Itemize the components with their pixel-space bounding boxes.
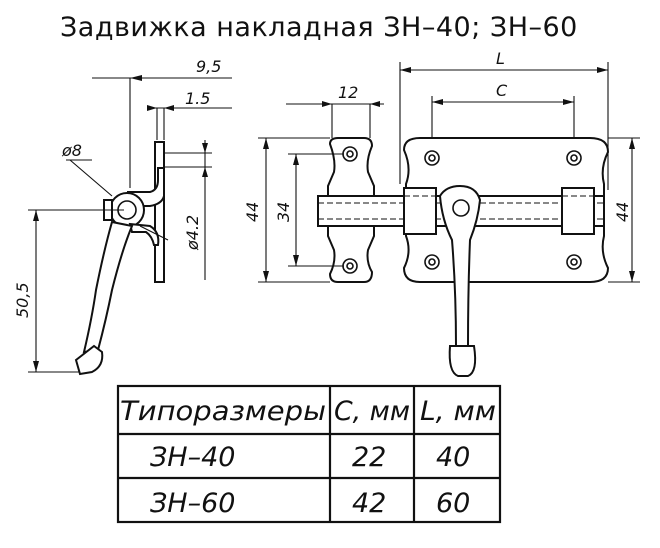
dim-bracket-width: 12	[338, 83, 358, 102]
sizes-table: Типоразмеры C, мм L, мм ЗН–40 22 40 ЗН–6…	[116, 384, 502, 524]
table-cell-type: ЗН–40	[150, 442, 235, 473]
side-view: 9,5 1.5 ø4.2 ø8 50,5	[13, 57, 232, 376]
dim-pin-diameter: ø8	[61, 141, 82, 160]
dim-height-left: 44	[243, 202, 262, 222]
dim-overall-length: L	[496, 49, 505, 68]
table-cell-type: ЗН–60	[150, 488, 235, 519]
table-header-type: Типоразмеры	[120, 396, 326, 427]
drawing-title: Задвижка накладная ЗН–40; ЗН–60	[60, 12, 578, 43]
dim-hole-spacing: C	[496, 81, 508, 100]
dim-side-width: 9,5	[196, 57, 221, 76]
table-cell-c: 22	[352, 442, 386, 473]
dim-handle-length: 50,5	[13, 282, 32, 318]
dim-height-right: 44	[613, 202, 632, 222]
table-header-c: C, мм	[334, 396, 410, 427]
front-view: 12 L C	[243, 49, 640, 377]
table-cell-l: 40	[436, 442, 470, 473]
dim-side-thickness: 1.5	[185, 89, 210, 108]
table-header-l: L, мм	[420, 396, 496, 427]
dim-hole-diameter: ø4.2	[183, 215, 202, 251]
table-cell-c: 42	[352, 488, 386, 519]
dim-hole-height: 34	[274, 202, 293, 222]
table-cell-l: 60	[436, 488, 470, 519]
